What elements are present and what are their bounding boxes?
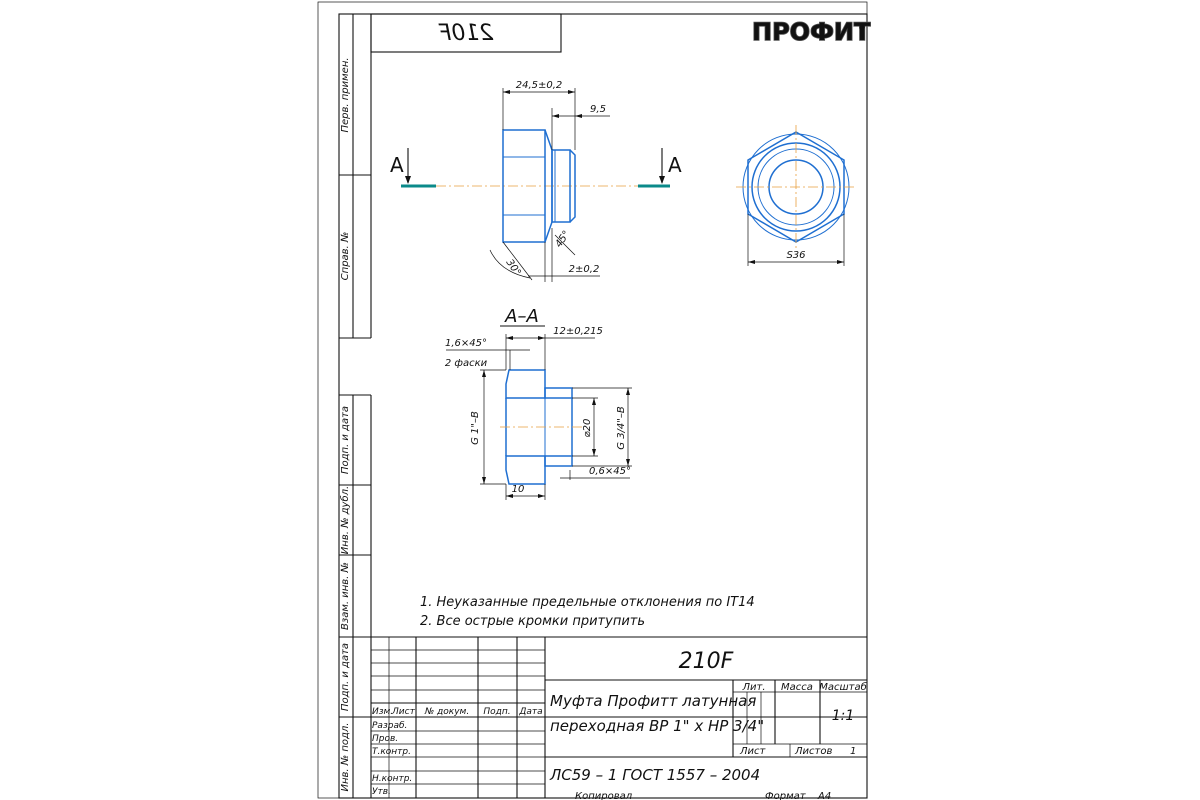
dim-thread-g34: G 3/4"–B: [616, 406, 627, 450]
section-markers: A A: [390, 148, 682, 188]
tb-header-izm: Изм.: [372, 707, 393, 717]
tb-material: ЛС59 – 1 ГОСТ 1557 – 2004: [549, 766, 760, 784]
tb-col-lit: Лит.: [741, 682, 765, 693]
tb-header-list: Лист: [391, 707, 416, 717]
tb-role-tkontr: Т.контр.: [372, 747, 411, 757]
tb-name-line1: Муфта Профитт латунная: [550, 692, 756, 710]
dim-bore: ⌀20: [582, 419, 593, 438]
dim-top-thread: 9,5: [590, 104, 606, 115]
footer-format-label: Формат: [765, 791, 807, 800]
tb-header-podp: Подп.: [483, 707, 510, 717]
side-label-perv: Перв. примен.: [340, 57, 351, 132]
tb-header-data: Дата: [518, 707, 542, 717]
tb-role-prov: Пров.: [372, 734, 398, 744]
section-marker-right: A: [668, 153, 682, 177]
side-view: [502, 129, 576, 243]
note-2: 2. Все острые кромки притупить: [420, 614, 645, 629]
side-columns: Перв. примен. Справ. № Подп. и дата Инв.…: [339, 14, 372, 798]
footer-format-value: A4: [817, 791, 831, 800]
dim-section-length: 12±0,215: [553, 326, 603, 337]
side-label-sprav: Справ. №: [340, 232, 351, 281]
logo-registered: ®: [858, 23, 866, 32]
tb-sheets-value: 1: [850, 746, 856, 757]
title-block: Изм. Лист № докум. Подп. Дата Разраб. Пр…: [371, 636, 867, 799]
hex-front-view: S36: [736, 125, 856, 266]
profit-logo: ПРОФИТ ®: [751, 17, 871, 47]
section-marker-left: A: [390, 153, 404, 177]
dim-top-length: 24,5±0,2: [516, 80, 563, 91]
footer-copied: Копировал: [575, 791, 633, 800]
tb-role-nkontr: Н.контр.: [372, 774, 412, 784]
side-label-inv-podl: Инв. № подл.: [340, 723, 351, 792]
tb-name-line2: переходная ВР 1" х НР 3/4": [550, 717, 764, 735]
side-label-inv-dubl: Инв. № дубл.: [339, 486, 351, 554]
dim-section-bottom: 10: [512, 484, 525, 495]
dim-hex-size: S36: [786, 250, 805, 261]
tb-col-scale: Масштаб: [819, 681, 867, 693]
tb-sheets-label: Листов: [794, 746, 832, 757]
code-box: [370, 13, 562, 53]
side-label-podp2: Подп. и дата: [340, 643, 351, 711]
tb-role-utv: Утв.: [372, 787, 391, 797]
dim-top-gap: 2±0,2: [569, 264, 600, 275]
mirrored-code: 210F: [438, 21, 493, 46]
tb-sheet-label: Лист: [739, 746, 767, 757]
tb-role-razrab: Разраб.: [372, 721, 407, 731]
logo-text: ПРОФИТ: [752, 18, 871, 46]
section-dims: 12±0,215 1,6×45° 2 фаски G 1"–B ⌀20 G 3/…: [445, 326, 632, 500]
side-label-vzam: Взам. инв. №: [340, 562, 351, 630]
note-1: 1. Неуказанные предельные отклонения по …: [420, 595, 755, 610]
tb-header-docnum: № докум.: [424, 707, 469, 717]
tb-col-mass: Масса: [781, 682, 813, 693]
tb-scale-value: 1:1: [832, 708, 855, 724]
dim-chamfer-a-note: 2 фаски: [445, 358, 488, 369]
tb-designation: 210F: [679, 649, 734, 674]
section-view: [500, 369, 585, 485]
side-view-dims: 24,5±0,2 9,5 2±0,2 45° 30°: [489, 80, 610, 282]
section-title: A–A: [504, 306, 539, 327]
outer-sheet-edge: [317, 1, 868, 799]
dim-chamfer-b: 0,6×45°: [589, 466, 631, 477]
dim-chamfer-a: 1,6×45°: [445, 338, 487, 349]
side-label-podp1: Подп. и дата: [340, 406, 351, 474]
dim-thread-g1: G 1"–B: [470, 411, 481, 445]
dim-angle-45: 45°: [553, 229, 572, 250]
